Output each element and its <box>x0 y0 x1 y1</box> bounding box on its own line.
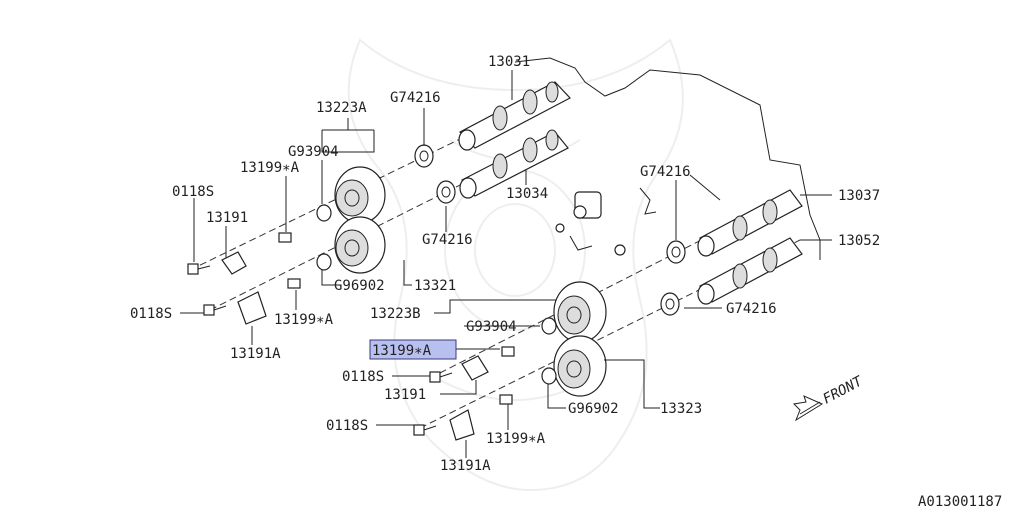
label-13031[interactable]: 13031 <box>488 54 530 70</box>
diagram-id: A013001187 <box>918 494 1002 510</box>
bolts-and-plates <box>187 232 515 441</box>
label-g74216-top[interactable]: G74216 <box>390 90 441 106</box>
label-13223b[interactable]: 13223B <box>370 306 421 322</box>
label-g74216-right[interactable]: G74216 <box>640 164 691 180</box>
camshaft-13052 <box>697 237 803 305</box>
sprocket-lower-b <box>553 335 607 397</box>
front-arrow <box>792 395 824 422</box>
sprocket-upper-b <box>334 216 386 274</box>
label-13191-1[interactable]: 13191 <box>206 210 248 226</box>
label-13199a-selected[interactable]: 13199∗A <box>372 343 432 359</box>
label-13034[interactable]: 13034 <box>506 186 548 202</box>
label-13323[interactable]: 13323 <box>660 401 702 417</box>
selected-part-highlight <box>369 339 457 360</box>
label-13223a[interactable]: 13223A <box>316 100 367 116</box>
label-g96902-bot[interactable]: G96902 <box>568 401 619 417</box>
label-13191-2[interactable]: 13191 <box>384 387 426 403</box>
label-0118s-4[interactable]: 0118S <box>326 418 368 434</box>
label-g93904-top[interactable]: G93904 <box>288 144 339 160</box>
label-g96902-top[interactable]: G96902 <box>334 278 385 294</box>
cam-cap-parts <box>555 187 657 256</box>
engine-edge <box>689 174 721 201</box>
label-13191a-1[interactable]: 13191A <box>230 346 281 362</box>
camshaft-13031 <box>458 81 571 151</box>
label-0118s-2[interactable]: 0118S <box>130 306 172 322</box>
label-front: FRONT <box>820 373 866 408</box>
label-13052[interactable]: 13052 <box>838 233 880 249</box>
sprocket-upper-a <box>334 166 386 224</box>
label-13199a-2[interactable]: 13199∗A <box>274 312 334 328</box>
camshaft-13037 <box>697 189 803 257</box>
label-13199a-1[interactable]: 13199∗A <box>240 160 300 176</box>
label-13037[interactable]: 13037 <box>838 188 880 204</box>
label-g74216-mid[interactable]: G74216 <box>422 232 473 248</box>
label-0118s-3[interactable]: 0118S <box>342 369 384 385</box>
label-13321[interactable]: 13321 <box>414 278 456 294</box>
camshaft-13034 <box>459 129 569 199</box>
oil-seals <box>414 144 686 316</box>
label-13191a-2[interactable]: 13191A <box>440 458 491 474</box>
leader-lines <box>180 70 832 458</box>
label-0118s-1[interactable]: 0118S <box>172 184 214 200</box>
label-13199a-3[interactable]: 13199∗A <box>486 431 546 447</box>
label-g93904-bot[interactable]: G93904 <box>466 319 517 335</box>
o-rings <box>316 204 557 385</box>
sprocket-lower-a <box>553 281 607 343</box>
label-g74216-bot[interactable]: G74216 <box>726 301 777 317</box>
engine-block-outline <box>514 57 821 260</box>
